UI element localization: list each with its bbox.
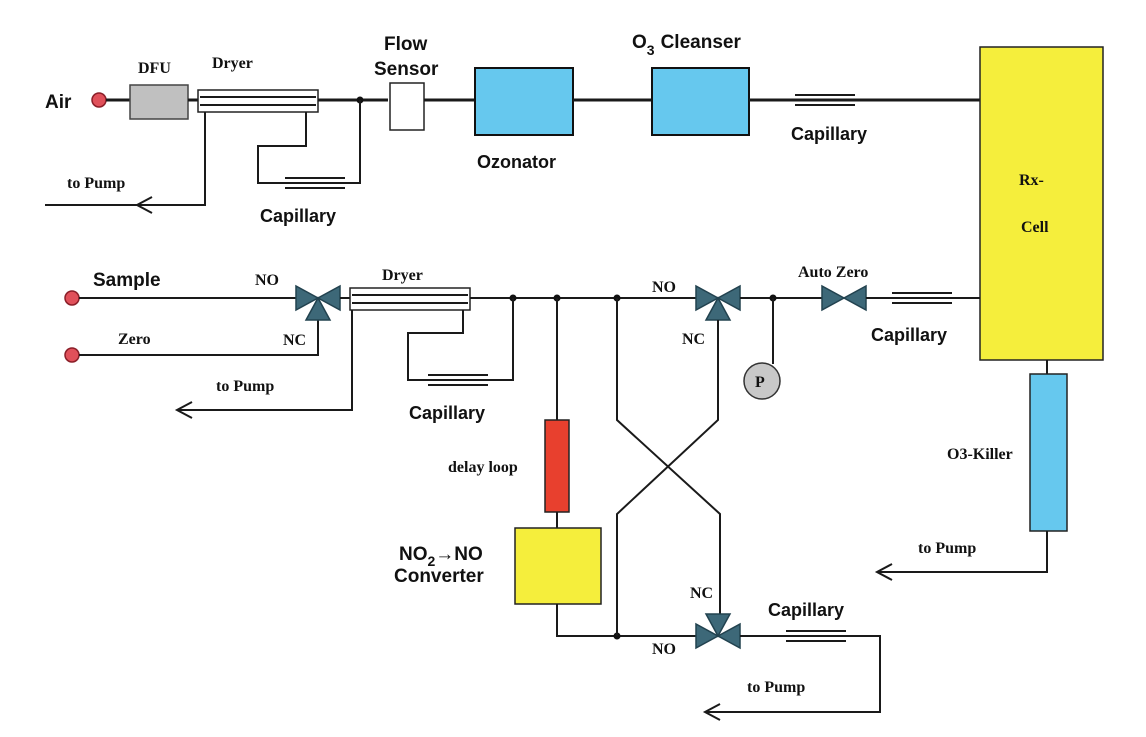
dryer-middle-label: Dryer (382, 267, 423, 284)
flow-sensor-label-1: Flow (384, 34, 427, 55)
valve-3-nc-label: NC (690, 585, 713, 602)
sample-inlet-port (64, 290, 80, 306)
three-way-valve-2 (695, 284, 741, 321)
valve-2-nc-label: NC (682, 331, 705, 348)
dryer-top-label: Dryer (212, 55, 253, 72)
to-pump-mid-label: to Pump (216, 378, 274, 395)
valve-3-no-label: NO (652, 641, 676, 658)
rx-cell-label-1: Rx- (1019, 172, 1044, 189)
sample-label: Sample (93, 270, 161, 291)
auto-zero-label: Auto Zero (798, 264, 868, 281)
auto-zero-valve (821, 284, 867, 312)
to-pump-bottom-label: to Pump (747, 679, 805, 696)
three-way-valve-1 (295, 284, 341, 321)
dfu-filter (129, 84, 189, 120)
valve-2-no-label: NO (652, 279, 676, 296)
o3-cleanser (651, 67, 750, 136)
converter-label-2: Converter (394, 566, 484, 587)
dryer-top (197, 89, 319, 113)
capillary-bottom-label: Capillary (768, 600, 844, 620)
zero-label: Zero (118, 331, 151, 348)
converter-label-1: NO2→NO (399, 544, 483, 569)
pressure-gauge-label: P (755, 374, 765, 391)
delay-loop-label: delay loop (448, 459, 518, 476)
dfu-label: DFU (138, 60, 171, 77)
to-pump-right-label: to Pump (918, 540, 976, 557)
flow-sensor (389, 82, 425, 131)
air-label: Air (45, 92, 72, 113)
flow-sensor-label-2: Sensor (374, 59, 439, 80)
air-inlet-port (91, 92, 107, 108)
valve-1-no-label: NO (255, 272, 279, 289)
ozonator-label: Ozonator (477, 152, 556, 172)
capillary-top-right-label: Capillary (791, 124, 867, 144)
o3-killer-label: O3-Killer (947, 446, 1013, 463)
delay-loop (544, 419, 570, 513)
no2-converter (514, 527, 602, 605)
three-way-valve-3 (695, 613, 741, 650)
to-pump-top-label: to Pump (67, 175, 125, 192)
ozonator (474, 67, 574, 136)
o3-killer (1029, 373, 1068, 532)
pressure-gauge (743, 362, 781, 400)
valve-1-nc-label: NC (283, 332, 306, 349)
dryer-middle (349, 287, 471, 311)
capillary-top-mid-label: Capillary (260, 206, 336, 226)
capillary-mid-label: Capillary (409, 403, 485, 423)
rx-cell-label-2: Cell (1021, 219, 1049, 236)
zero-inlet-port (64, 347, 80, 363)
capillary-right-label: Capillary (871, 325, 947, 345)
rx-cell (979, 46, 1104, 361)
